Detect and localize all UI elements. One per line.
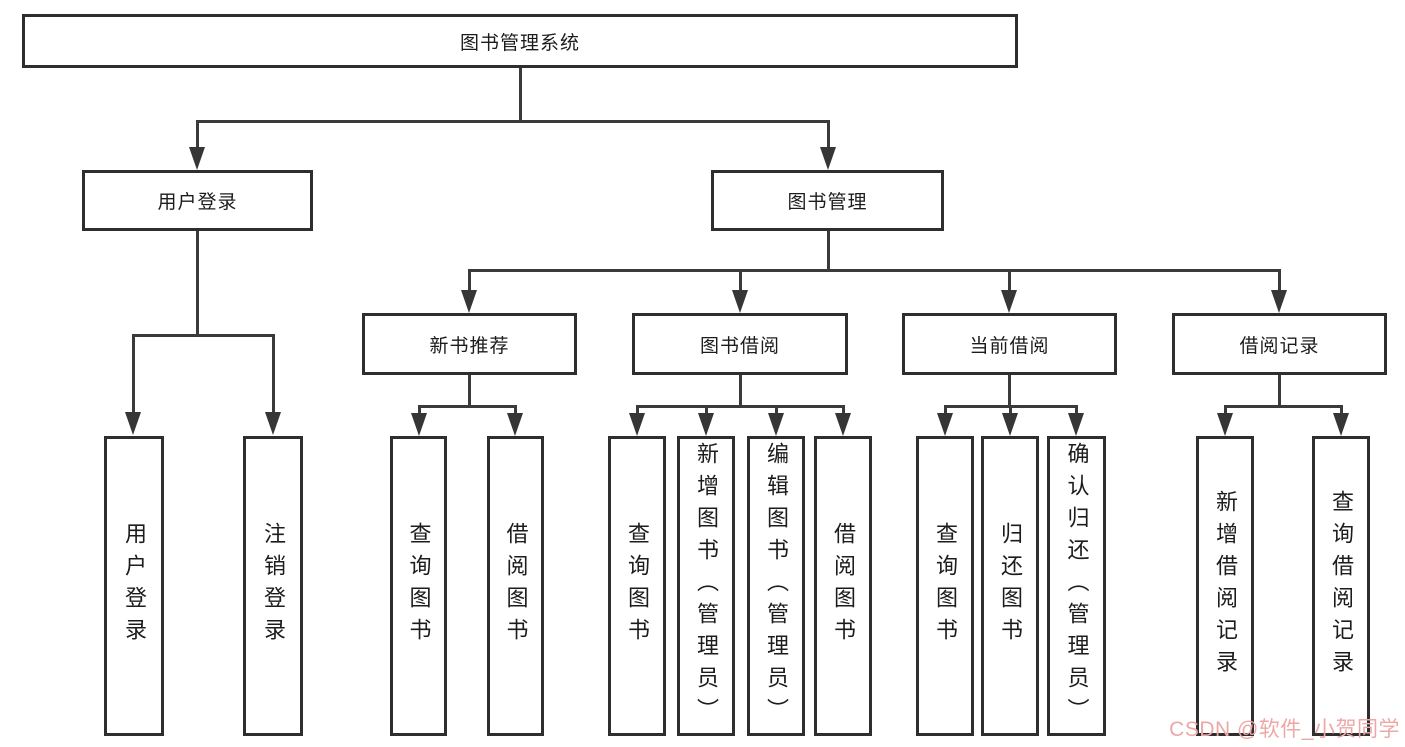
connector-line	[775, 405, 778, 415]
node-book-management: 图书管理	[711, 170, 944, 231]
leaf-add-books-admin: 新增图书（管理员）	[677, 436, 735, 736]
arrowhead-down-icon	[461, 290, 477, 313]
connector-line	[196, 231, 199, 336]
connector-line	[272, 334, 275, 414]
connector-line	[1340, 405, 1343, 415]
arrowhead-down-icon	[265, 412, 281, 435]
node-label: 借阅图书	[503, 522, 529, 650]
leaf-borrow-books-recommend: 借阅图书	[487, 436, 544, 736]
connector-line	[1224, 405, 1227, 415]
arrowhead-down-icon	[507, 413, 523, 436]
leaf-borrow-books: 借阅图书	[814, 436, 872, 736]
connector-line	[418, 405, 516, 408]
connector-line	[827, 231, 830, 271]
arrowhead-down-icon	[189, 147, 205, 170]
arrowhead-down-icon	[629, 413, 645, 436]
connector-line	[514, 405, 517, 415]
leaf-user-login: 用户登录	[104, 436, 164, 736]
arrowhead-down-icon	[732, 290, 748, 313]
connector-line	[196, 120, 830, 123]
arrowhead-down-icon	[1217, 413, 1233, 436]
connector-line	[132, 334, 275, 337]
connector-line	[1008, 269, 1011, 293]
leaf-query-borrow-record: 查询借阅记录	[1312, 436, 1370, 736]
arrowhead-down-icon	[937, 413, 953, 436]
arrowhead-down-icon	[698, 413, 714, 436]
leaf-confirm-return-admin: 确认归还（管理员）	[1047, 436, 1106, 736]
node-label: 查询图书	[625, 522, 650, 650]
arrowhead-down-icon	[1271, 290, 1287, 313]
connector-line	[468, 374, 471, 407]
connector-line	[842, 405, 845, 415]
connector-line	[944, 405, 947, 415]
node-label: 新书推荐	[429, 335, 510, 357]
connector-line	[1075, 405, 1078, 415]
node-label: 用户登录	[157, 192, 238, 213]
connector-line	[1009, 405, 1012, 415]
connector-line	[827, 120, 830, 150]
node-label: 查询借阅记录	[1329, 490, 1354, 682]
connector-line	[739, 269, 742, 293]
connector-line	[1278, 269, 1281, 293]
connector-line	[418, 405, 421, 415]
connector-line	[1008, 374, 1011, 407]
connector-line	[468, 269, 1280, 272]
node-label: 编辑图书（管理员）	[764, 442, 789, 730]
leaf-query-books-borrow: 查询图书	[608, 436, 666, 736]
arrowhead-down-icon	[411, 413, 427, 436]
node-label: 图书借阅	[699, 335, 780, 357]
arrowhead-down-icon	[1333, 413, 1349, 436]
leaf-query-books-current: 查询图书	[916, 436, 974, 736]
node-label: 查询图书	[406, 522, 432, 650]
connector-line	[636, 405, 639, 415]
connector-line	[468, 269, 471, 293]
arrowhead-down-icon	[820, 147, 836, 170]
node-root-library-system: 图书管理系统	[22, 14, 1018, 68]
node-label: 新增借阅记录	[1213, 490, 1238, 682]
connector-line	[132, 334, 135, 414]
node-user-login: 用户登录	[82, 170, 313, 231]
connector-line	[1224, 405, 1341, 408]
leaf-logout: 注销登录	[243, 436, 303, 736]
connector-line	[519, 66, 522, 122]
leaf-return-books: 归还图书	[981, 436, 1039, 736]
connector-line	[1278, 374, 1281, 407]
node-current-borrow: 当前借阅	[902, 313, 1117, 375]
node-label: 新增图书（管理员）	[694, 442, 719, 730]
arrowhead-down-icon	[125, 412, 141, 435]
node-label: 借阅记录	[1239, 335, 1320, 357]
node-label: 查询图书	[933, 522, 958, 650]
node-label: 图书管理	[787, 192, 868, 213]
node-label: 用户登录	[122, 522, 147, 650]
connector-line	[739, 374, 742, 407]
arrowhead-down-icon	[768, 413, 784, 436]
arrowhead-down-icon	[1001, 290, 1017, 313]
connector-line	[196, 120, 199, 150]
leaf-add-borrow-record: 新增借阅记录	[1196, 436, 1254, 736]
arrowhead-down-icon	[1002, 413, 1018, 436]
arrowhead-down-icon	[1068, 413, 1084, 436]
arrowhead-down-icon	[835, 413, 851, 436]
node-borrow-records: 借阅记录	[1172, 313, 1387, 375]
node-label: 图书管理系统	[459, 32, 580, 54]
connector-line	[705, 405, 708, 415]
csdn-watermark: CSDN @软件_小贺同学	[1169, 718, 1400, 741]
node-label: 借阅图书	[831, 522, 856, 650]
node-label: 归还图书	[998, 522, 1023, 650]
connector-line	[636, 405, 843, 408]
node-label: 注销登录	[261, 522, 286, 650]
leaf-query-books-recommend: 查询图书	[390, 436, 447, 736]
leaf-edit-books-admin: 编辑图书（管理员）	[747, 436, 805, 736]
node-book-borrow: 图书借阅	[632, 313, 848, 375]
node-label: 当前借阅	[969, 335, 1050, 357]
node-new-book-recommend: 新书推荐	[362, 313, 577, 375]
node-label: 确认归还（管理员）	[1064, 442, 1090, 730]
